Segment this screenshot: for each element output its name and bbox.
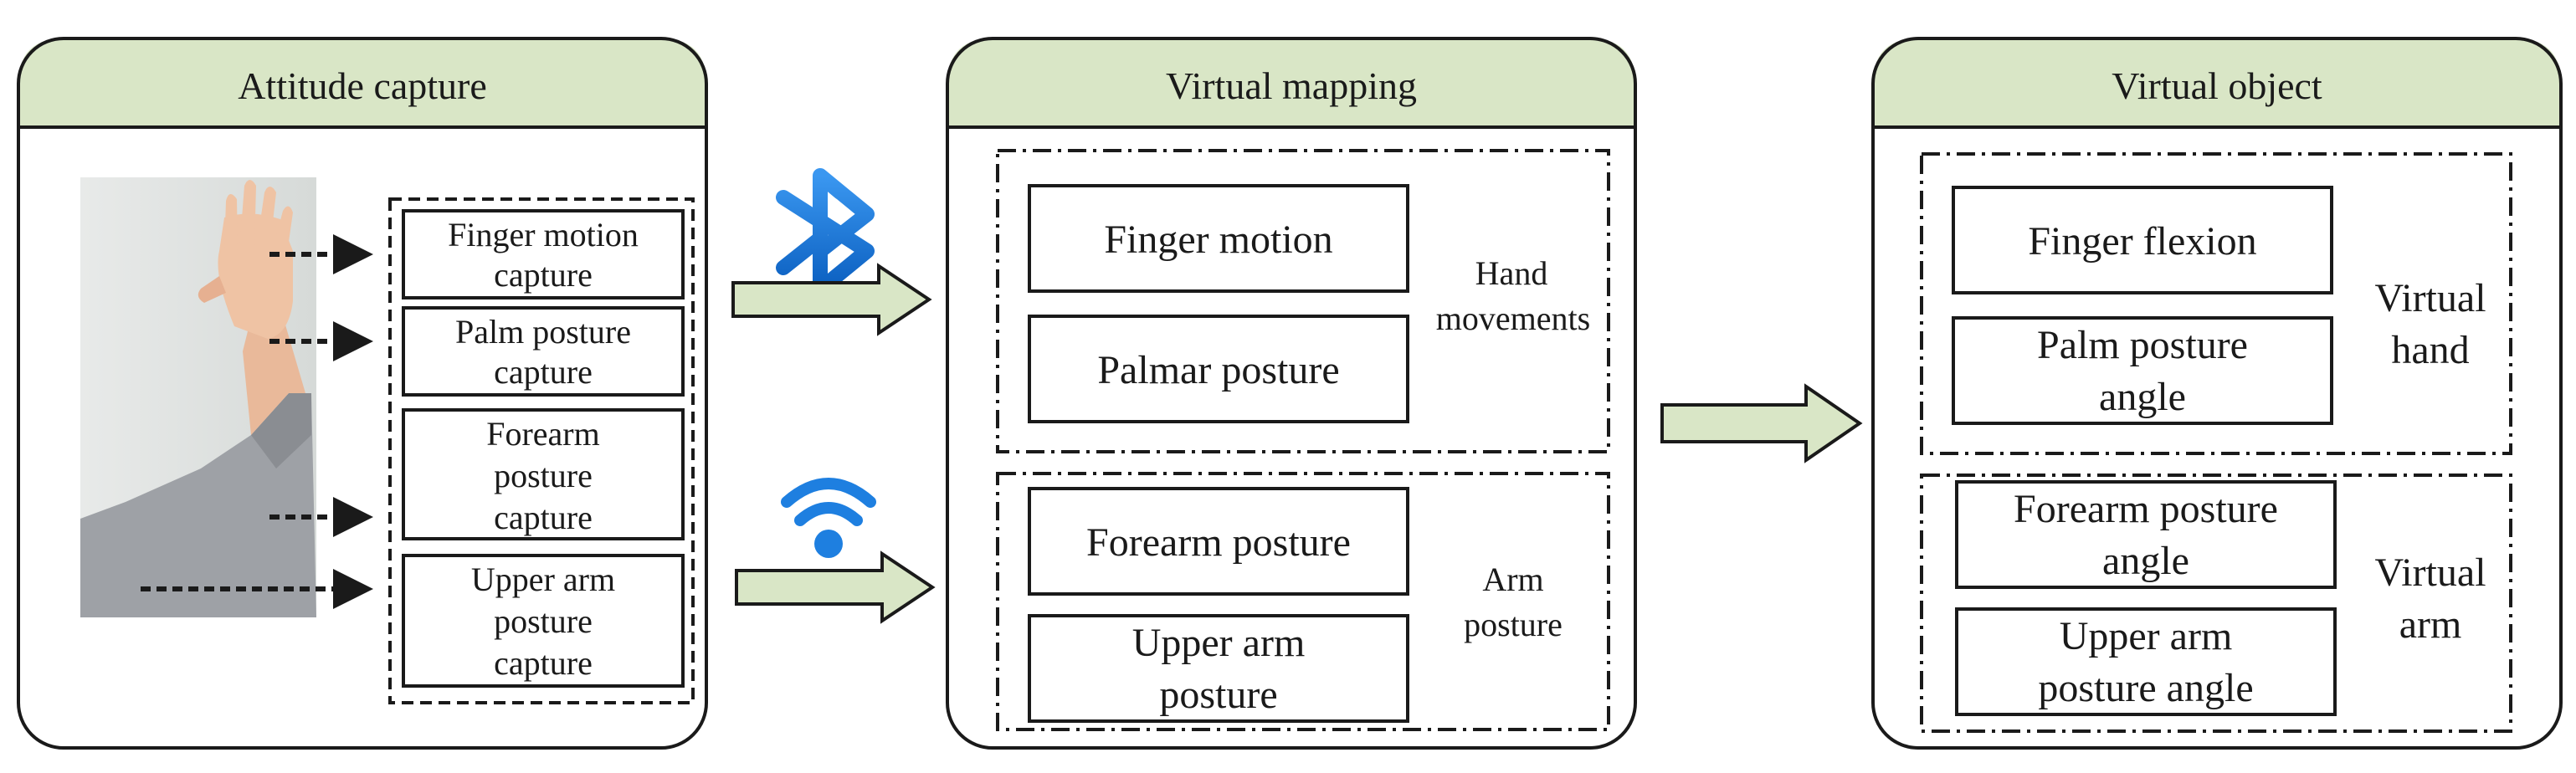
raised-hand-photo: [80, 177, 316, 617]
mapping-upperarm-line1: Upper arm: [1132, 621, 1306, 665]
attitude-capture-title: Attitude capture: [238, 64, 487, 107]
capture-item-upperarm-line2: posture: [494, 602, 593, 640]
mapping-forearm-posture: Forearm posture: [1086, 520, 1351, 565]
object-upperarm-line1: Upper arm: [2060, 614, 2233, 658]
virtual-hand-label-line2: hand: [2391, 328, 2469, 372]
mapping-finger-motion: Finger motion: [1104, 218, 1332, 262]
capture-item-upperarm-line3: capture: [494, 644, 593, 682]
virtual-mapping-panel: Virtual mapping Finger motion Palmar pos…: [946, 37, 1637, 750]
virtual-object-header: [1873, 38, 2561, 127]
arm-posture-label-line2: posture: [1464, 606, 1563, 643]
virtual-arm-label-line2: arm: [2399, 602, 2462, 647]
virtual-object-title: Virtual object: [2112, 64, 2322, 107]
object-finger-flexion: Finger flexion: [2028, 219, 2256, 264]
bluetooth-icon: [776, 168, 875, 297]
attitude-capture-panel: Attitude capture Finger motion capture: [17, 37, 708, 750]
mapping-upperarm-line2: posture: [1159, 673, 1277, 717]
arm-posture-label-line1: Arm: [1482, 561, 1543, 598]
virtual-hand-label-line1: Virtual: [2374, 276, 2486, 320]
flow-arrow-bottom: [735, 550, 936, 624]
object-forearm-line1: Forearm posture: [2014, 487, 2278, 531]
hand-movements-label-line2: movements: [1436, 299, 1590, 337]
virtual-mapping-header: [947, 38, 1635, 127]
virtual-mapping-title: Virtual mapping: [1166, 64, 1417, 107]
virtual-arm-label-line1: Virtual: [2374, 550, 2486, 595]
object-upperarm-line2: posture angle: [2038, 666, 2253, 710]
virtual-object-panel: Virtual object Finger flexion Palm postu…: [1871, 37, 2563, 750]
capture-item-finger-line2: capture: [494, 256, 593, 294]
object-palm-line1: Palm posture: [2037, 323, 2248, 367]
capture-item-forearm-line1: Forearm: [486, 415, 600, 453]
wifi-icon: [781, 478, 876, 558]
capture-item-finger-line1: Finger motion: [448, 216, 639, 253]
capture-item-forearm-line2: posture: [494, 457, 593, 494]
flow-arrow-middle: [1660, 383, 1863, 463]
object-palm-line2: angle: [2099, 375, 2186, 419]
capture-item-palm-line1: Palm posture: [455, 313, 631, 351]
capture-item-palm-line2: capture: [494, 353, 593, 391]
flow-arrow-top: [731, 263, 932, 336]
capture-item-forearm-line3: capture: [494, 499, 593, 536]
hand-movements-label-line1: Hand: [1475, 254, 1548, 292]
object-forearm-line2: angle: [2102, 539, 2189, 583]
mapping-palmar-posture: Palmar posture: [1097, 348, 1339, 392]
attitude-capture-header: [18, 38, 706, 127]
capture-item-upperarm-line1: Upper arm: [471, 561, 615, 598]
